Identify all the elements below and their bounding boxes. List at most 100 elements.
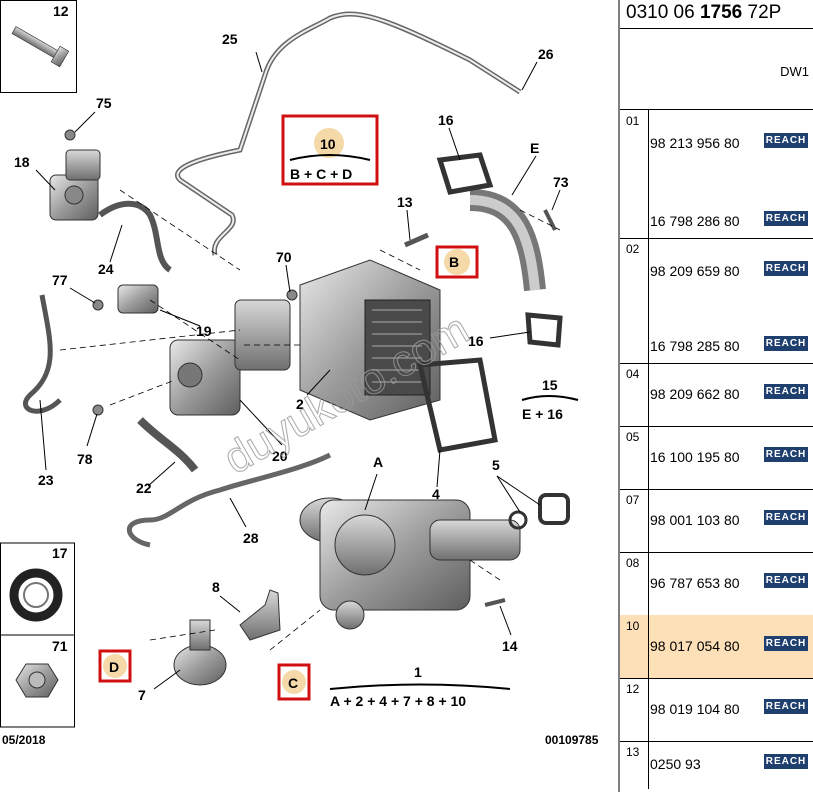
reach-badge: REACH bbox=[764, 211, 808, 226]
box-b-label: B bbox=[449, 254, 459, 270]
row-divider bbox=[620, 552, 813, 553]
part-number[interactable]: 96 787 653 80 bbox=[650, 574, 740, 591]
row-divider-vertical bbox=[648, 110, 649, 238]
pipe-23[interactable] bbox=[22, 294, 62, 414]
kit-1-arc bbox=[329, 683, 511, 690]
row-divider-vertical bbox=[648, 363, 649, 426]
callout-24: 24 bbox=[98, 261, 114, 277]
part-e-elbow[interactable] bbox=[469, 189, 546, 292]
inset-seal-17[interactable] bbox=[0, 542, 75, 636]
callout-77: 77 bbox=[52, 272, 68, 288]
callout-17: 17 bbox=[52, 545, 68, 561]
group-number: 10 bbox=[626, 619, 640, 633]
callout-e: E bbox=[530, 140, 539, 156]
callout-14: 14 bbox=[502, 638, 518, 654]
row-divider-vertical bbox=[648, 238, 649, 363]
header-number-c: 72P bbox=[742, 2, 782, 23]
hose-24[interactable] bbox=[98, 200, 172, 273]
part-number[interactable]: 98 209 662 80 bbox=[650, 385, 740, 402]
part-number[interactable]: 98 001 103 80 bbox=[650, 511, 740, 528]
bolt-13[interactable] bbox=[404, 232, 429, 248]
group-number: 01 bbox=[626, 114, 640, 128]
hose-22[interactable] bbox=[137, 417, 199, 473]
kit-15-number: 15 bbox=[542, 377, 558, 393]
callout-16-top: 16 bbox=[438, 112, 454, 128]
row-divider bbox=[620, 238, 813, 239]
group-number: 08 bbox=[626, 556, 640, 570]
row-divider-vertical bbox=[648, 489, 649, 552]
part-19-sensor[interactable] bbox=[117, 284, 159, 314]
divider bbox=[620, 28, 813, 29]
callout-4: 4 bbox=[432, 486, 440, 502]
row-divider bbox=[620, 678, 813, 679]
part-7-actuator[interactable] bbox=[173, 619, 227, 686]
part-number[interactable]: 0250 93 bbox=[650, 756, 701, 772]
box-d-label: D bbox=[109, 659, 119, 675]
part-20-throttle-body[interactable] bbox=[169, 299, 291, 416]
parts-list-header-code: DW1 bbox=[780, 64, 809, 79]
part-2-egr-cooler[interactable] bbox=[299, 259, 441, 421]
bolt-73[interactable] bbox=[543, 209, 557, 231]
inset-bolt-12[interactable] bbox=[0, 0, 77, 93]
row-divider-vertical bbox=[648, 552, 649, 615]
reach-badge: REACH bbox=[764, 572, 808, 588]
callout-8: 8 bbox=[212, 579, 220, 595]
part-8-bracket[interactable] bbox=[239, 589, 281, 641]
callout-28: 28 bbox=[243, 530, 259, 546]
box-c[interactable] bbox=[277, 663, 311, 701]
part-a-turbo[interactable] bbox=[299, 497, 521, 630]
part-number[interactable]: 98 019 104 80 bbox=[650, 700, 740, 717]
callout-1: 1 bbox=[414, 664, 422, 680]
callout-78: 78 bbox=[77, 451, 93, 467]
callout-26: 26 bbox=[538, 46, 554, 62]
part-number[interactable]: 98 213 956 80 bbox=[650, 135, 740, 151]
kit-15-formula: E + 16 bbox=[522, 406, 563, 422]
callout-19: 19 bbox=[196, 323, 212, 339]
part-16-gasket-bottom[interactable] bbox=[525, 312, 563, 348]
callout-16-bottom: 16 bbox=[468, 333, 484, 349]
parts-list-panel: 0310 06 1756 72P DW1 01 98 213 956 80 REAC… bbox=[620, 0, 813, 792]
part-number[interactable]: 98 209 659 80 bbox=[650, 263, 740, 279]
pipe-28[interactable] bbox=[126, 452, 332, 548]
part-4-gasket[interactable] bbox=[416, 357, 498, 453]
box-d[interactable] bbox=[98, 649, 132, 683]
bolt-14[interactable] bbox=[484, 598, 506, 607]
kit-1-formula: A + 2 + 4 + 7 + 8 + 10 bbox=[330, 693, 466, 709]
box-c-label: C bbox=[288, 675, 298, 691]
inset-nut-71[interactable] bbox=[0, 634, 75, 728]
callout-25: 25 bbox=[222, 31, 238, 47]
row-divider bbox=[620, 741, 813, 742]
bolt-70[interactable] bbox=[286, 289, 298, 301]
part-number[interactable]: 16 798 285 80 bbox=[650, 338, 740, 354]
reach-badge: REACH bbox=[764, 383, 808, 399]
reach-badge: REACH bbox=[764, 698, 808, 714]
part-number[interactable]: 16 100 195 80 bbox=[650, 448, 740, 465]
reach-badge: REACH bbox=[764, 336, 808, 351]
row-divider bbox=[620, 426, 813, 427]
header-number-a: 0310 06 bbox=[626, 2, 700, 23]
part-5-gaskets[interactable] bbox=[508, 493, 570, 530]
group-number: 02 bbox=[626, 242, 640, 256]
row-divider bbox=[620, 363, 813, 364]
reach-badge: REACH bbox=[764, 446, 808, 462]
callout-7: 7 bbox=[138, 687, 146, 703]
part-number[interactable]: 98 017 054 80 bbox=[650, 637, 740, 654]
diagram-ref: 00109785 bbox=[545, 733, 599, 747]
part-16-gasket-top[interactable] bbox=[436, 152, 494, 195]
kit-10-box[interactable] bbox=[281, 114, 379, 186]
bolt-75[interactable] bbox=[64, 129, 76, 141]
callout-a: A bbox=[373, 454, 383, 470]
bolt-77[interactable] bbox=[92, 299, 104, 311]
pipe-25[interactable] bbox=[175, 11, 522, 256]
box-b[interactable] bbox=[435, 245, 479, 279]
header-number-b: 1756 bbox=[699, 2, 743, 23]
callout-75: 75 bbox=[96, 95, 112, 111]
reach-badge: REACH bbox=[764, 133, 808, 148]
exploded-parts-diagram: 12 25 26 75 18 16 E 73 13 24 70 77 19 16… bbox=[0, 0, 620, 792]
row-divider-vertical bbox=[648, 426, 649, 489]
bolt-78[interactable] bbox=[92, 404, 104, 416]
kit-10-formula: B + C + D bbox=[290, 166, 352, 182]
part-number[interactable]: 16 798 286 80 bbox=[650, 213, 740, 229]
part-18-valve[interactable] bbox=[49, 149, 101, 221]
kit-10-number: 10 bbox=[320, 136, 336, 152]
